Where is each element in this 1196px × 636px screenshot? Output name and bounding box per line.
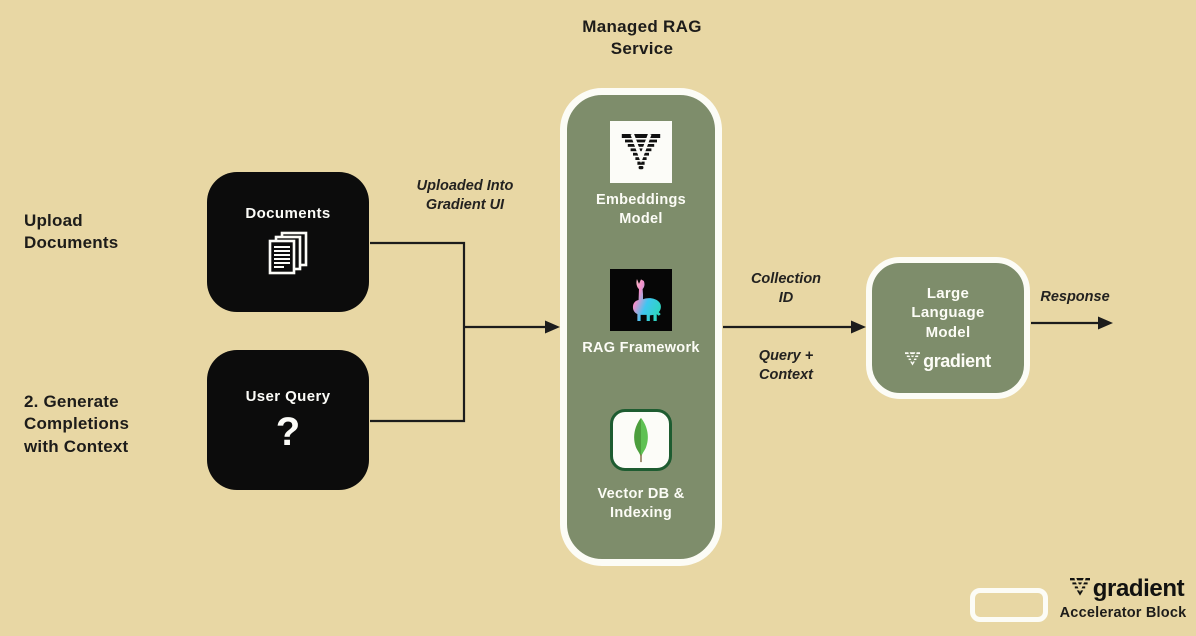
gradient-nabla-icon	[905, 351, 921, 371]
mongodb-leaf-icon	[610, 409, 672, 471]
step-label-upload: Upload Documents	[24, 211, 119, 253]
documents-label: Documents	[245, 205, 331, 222]
flow-label-uploaded-into: Uploaded Into Gradient UI	[416, 178, 514, 213]
flow-label-response: Response	[1040, 289, 1110, 305]
question-mark-icon: ?	[275, 410, 301, 454]
step-label-generate: 2. Generate Completions with Context	[24, 392, 130, 456]
documents-box: Documents	[207, 172, 369, 312]
llm-box: Large Language Model gradient	[866, 257, 1030, 399]
legend-accelerator-swatch	[970, 588, 1048, 622]
gradient-wordmark-text: gradient	[923, 350, 991, 371]
flow-label-collection-id: Collection ID	[750, 271, 822, 306]
diagram-title: Managed RAG Service	[582, 17, 702, 58]
documents-icon	[262, 229, 314, 286]
flow-label-query-context: Query + Context	[758, 348, 814, 383]
legend-caption: Accelerator Block	[1059, 605, 1187, 621]
embeddings-model-label: Embeddings Model	[595, 192, 686, 227]
rag-framework-label: RAG Framework	[582, 340, 700, 356]
llama-icon	[610, 269, 672, 331]
gradient-wordmark-black: gradient	[1058, 575, 1196, 603]
managed-rag-service-container: Embeddings Model RAG Framework	[560, 88, 722, 566]
gradient-logo-icon	[610, 121, 672, 183]
gradient-wordmark-white: gradient	[905, 351, 991, 372]
user-query-label: User Query	[245, 388, 331, 405]
llm-label: Large Language Model	[911, 285, 985, 341]
user-query-box: User Query ?	[207, 350, 369, 490]
gradient-wordmark-text: gradient	[1092, 575, 1185, 602]
vector-db-label: Vector DB & Indexing	[597, 486, 685, 521]
gradient-nabla-icon	[1069, 577, 1090, 601]
